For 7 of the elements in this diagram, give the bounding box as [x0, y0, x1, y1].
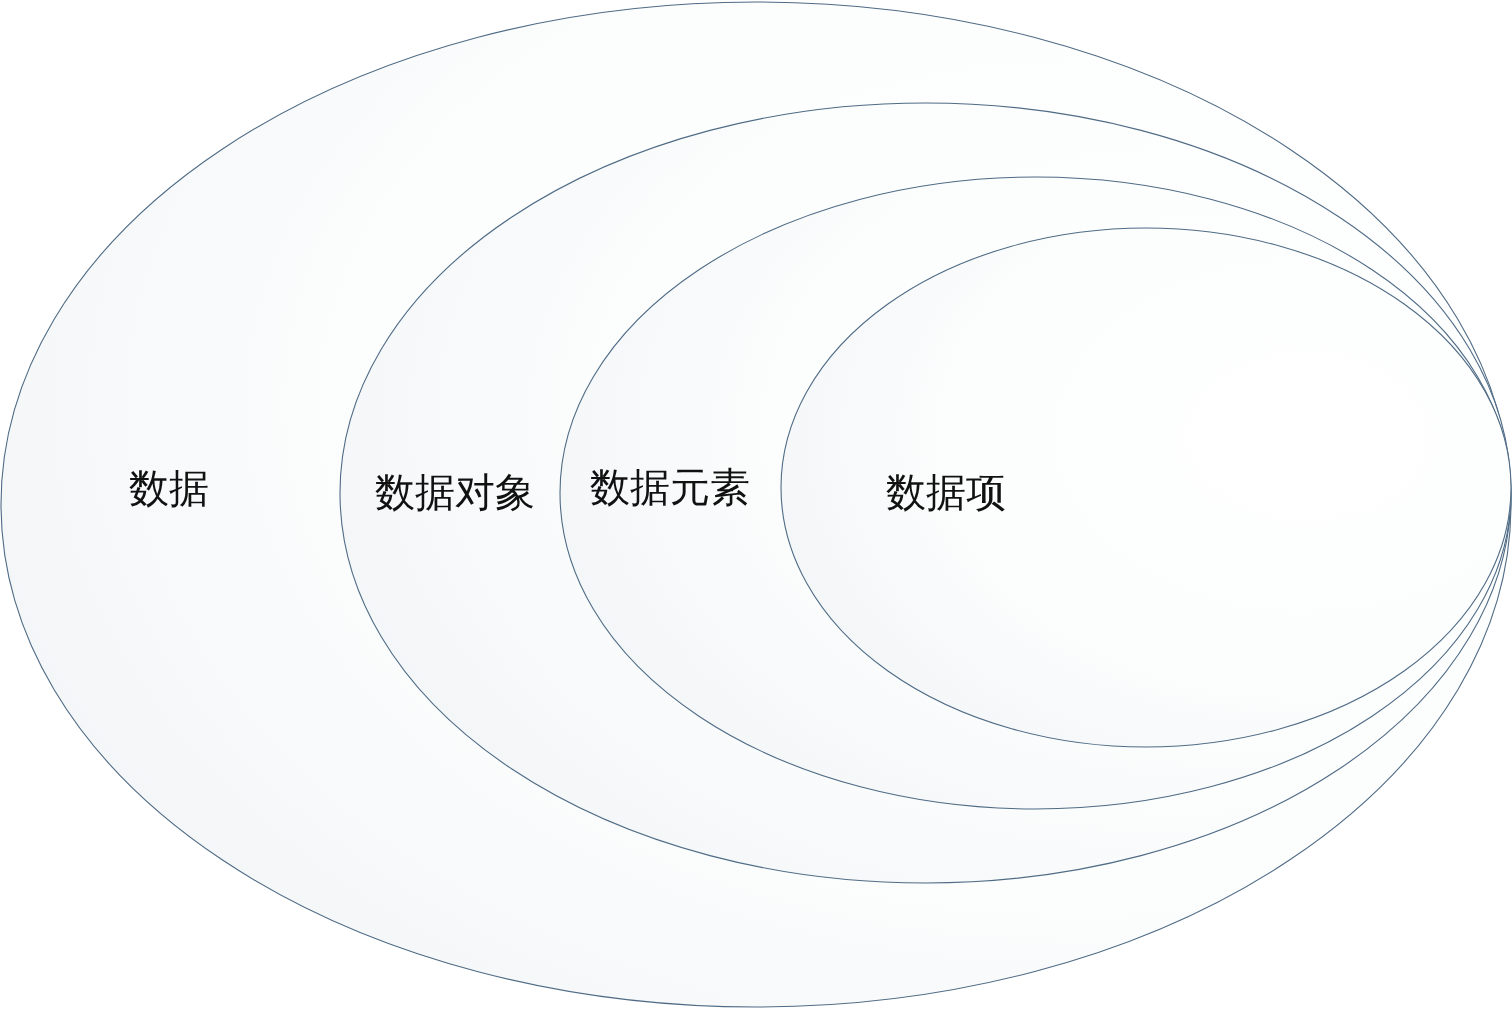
ellipse-region	[560, 177, 1511, 809]
node-label: 数据元素	[590, 465, 750, 509]
ellipse-region	[781, 228, 1511, 747]
node-label: 数据	[129, 466, 209, 510]
ellipse-region	[340, 103, 1511, 883]
node-label: 数据项	[886, 470, 1006, 514]
node-label: 数据对象	[375, 470, 535, 514]
